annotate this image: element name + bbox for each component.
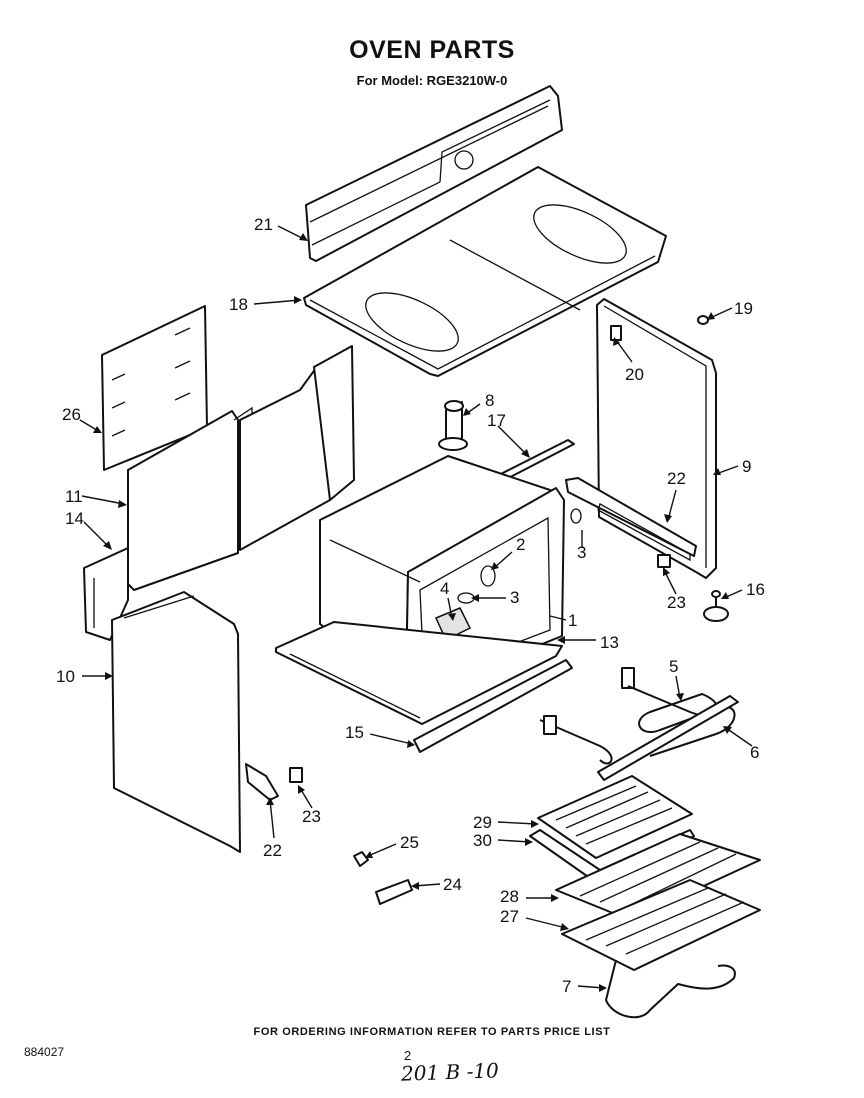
part-19-screw	[697, 315, 709, 325]
page-number: 2	[404, 1048, 412, 1063]
part-18-oven-top	[303, 166, 667, 377]
part-8-flue	[438, 400, 468, 451]
callout-13: 13	[600, 633, 619, 652]
callout-3-mid: 3	[510, 588, 520, 607]
part-13-oven-bottom	[275, 621, 563, 725]
callout-18: 18	[229, 295, 248, 314]
document-number: 884027	[24, 1045, 65, 1059]
callout-25: 25	[400, 833, 419, 852]
part-22-bracket-left	[245, 763, 279, 801]
callout-22-top: 22	[667, 469, 686, 488]
callout-20: 20	[625, 365, 644, 384]
callout-8: 8	[485, 391, 495, 410]
part-22-side-bracket	[565, 477, 697, 562]
part-7-bake-element	[605, 959, 736, 1019]
ordering-note: FOR ORDERING INFORMATION REFER TO PARTS …	[253, 1026, 611, 1038]
leader-lines	[79, 225, 753, 992]
part-10-side-panel-front	[111, 591, 241, 853]
model-subtitle: For Model: RGE3210W-0	[356, 73, 508, 88]
part-23-clip-left	[289, 767, 303, 783]
part-16-leveling-leg	[703, 590, 729, 622]
callout-5: 5	[669, 657, 679, 676]
callout-15: 15	[345, 723, 364, 742]
page-title: OVEN PARTS	[349, 36, 515, 64]
callout-28: 28	[500, 887, 519, 906]
callout-11: 11	[65, 487, 83, 506]
callout-27: 27	[500, 907, 519, 926]
callout-6: 6	[750, 743, 760, 762]
part-3-grommet	[570, 508, 582, 524]
part-5-broil-element	[539, 667, 736, 765]
callout-1: 1	[568, 611, 578, 630]
part-29-broil-pan-insert	[537, 775, 693, 859]
part-27-oven-rack	[561, 879, 761, 971]
callout-17: 17	[487, 411, 506, 430]
callout-21: 21	[254, 215, 273, 234]
callout-16: 16	[746, 580, 765, 599]
callout-7: 7	[562, 977, 572, 996]
part-26-insulation-panel	[101, 305, 208, 471]
callout-26: 26	[62, 405, 81, 424]
callout-29: 29	[473, 813, 492, 832]
callout-10: 10	[56, 667, 75, 686]
part-25-nut	[353, 851, 369, 867]
callout-3-top: 3	[577, 543, 587, 562]
callout-9: 9	[742, 457, 752, 476]
callout-23-left: 23	[302, 807, 321, 826]
callout-23-right: 23	[667, 593, 686, 612]
callout-4: 4	[440, 579, 450, 598]
callout-24: 24	[443, 875, 462, 894]
part-23-clip-right	[657, 554, 671, 568]
callout-22-bottom: 22	[263, 841, 282, 860]
part-21-rear-panel	[305, 85, 563, 262]
callout-30: 30	[473, 831, 492, 850]
callout-2: 2	[516, 535, 526, 554]
part-6-element-bracket	[597, 695, 739, 781]
part-15-lower-rail	[413, 659, 573, 753]
part-24-terminal-block	[375, 879, 413, 905]
handwritten-note: 201 B -10	[400, 1058, 500, 1086]
part-11-side-panel	[127, 345, 355, 591]
callout-19: 19	[734, 299, 753, 318]
callout-14: 14	[65, 509, 84, 528]
